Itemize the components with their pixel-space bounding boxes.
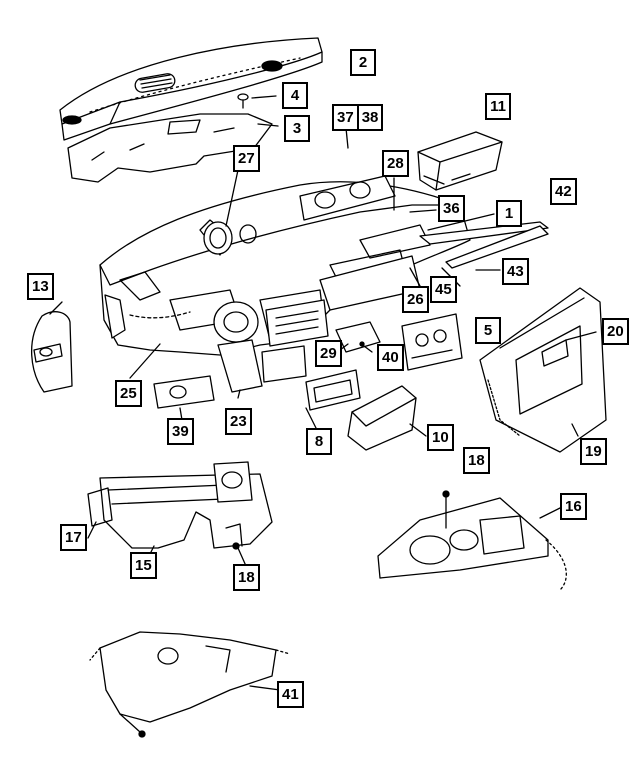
callout-39: 39 <box>167 418 194 445</box>
callout-36: 36 <box>438 195 465 222</box>
instrument-panel <box>99 175 471 356</box>
passenger-airbag <box>417 131 503 191</box>
callout-43: 43 <box>502 258 529 285</box>
callout-20: 20 <box>602 318 629 345</box>
lower-panel-16 <box>377 490 567 591</box>
callout-25: 25 <box>115 380 142 407</box>
top-cover-panel <box>59 37 323 141</box>
fastener-4 <box>237 93 249 109</box>
callout-15: 15 <box>130 552 157 579</box>
callout-41: 41 <box>277 681 304 708</box>
knee-bolster-lower <box>87 461 273 550</box>
callout-42: 42 <box>550 178 577 205</box>
callout-28: 28 <box>382 150 409 177</box>
callout-18-lower: 18 <box>233 564 260 591</box>
callout-18-upper: 18 <box>463 447 490 474</box>
callout-group-37-38: 37 38 <box>332 104 384 131</box>
bin-10 <box>347 385 417 451</box>
callout-29: 29 <box>315 340 342 367</box>
steering-column-cover <box>213 301 263 393</box>
screw-40 <box>359 341 373 353</box>
callout-10: 10 <box>427 424 454 451</box>
callout-1: 1 <box>496 200 522 227</box>
callout-27: 27 <box>233 145 260 172</box>
lower-panel-41 <box>89 631 291 738</box>
callout-23: 23 <box>225 408 252 435</box>
callout-19: 19 <box>580 438 607 465</box>
callout-17: 17 <box>60 524 87 551</box>
callout-26: 26 <box>402 286 429 313</box>
panel-8 <box>305 369 361 411</box>
radio-bezel <box>261 299 329 383</box>
callout-5: 5 <box>475 317 501 344</box>
cross-beam <box>419 221 549 269</box>
hvac-bezel <box>401 313 463 371</box>
callout-3: 3 <box>284 115 310 142</box>
callout-13: 13 <box>27 273 54 300</box>
leader-lines <box>49 95 597 691</box>
callout-45: 45 <box>430 276 457 303</box>
glove-box <box>479 287 607 453</box>
callout-8: 8 <box>306 428 332 455</box>
callout-40: 40 <box>377 344 404 371</box>
callout-2: 2 <box>350 49 376 76</box>
callout-4: 4 <box>282 82 308 109</box>
bezel-39 <box>153 375 215 409</box>
callout-37: 37 <box>332 104 359 131</box>
callout-11: 11 <box>485 93 511 120</box>
end-cap-13 <box>31 311 73 393</box>
silencer-panel <box>67 113 273 183</box>
callout-38: 38 <box>356 104 384 131</box>
callout-16: 16 <box>560 493 587 520</box>
